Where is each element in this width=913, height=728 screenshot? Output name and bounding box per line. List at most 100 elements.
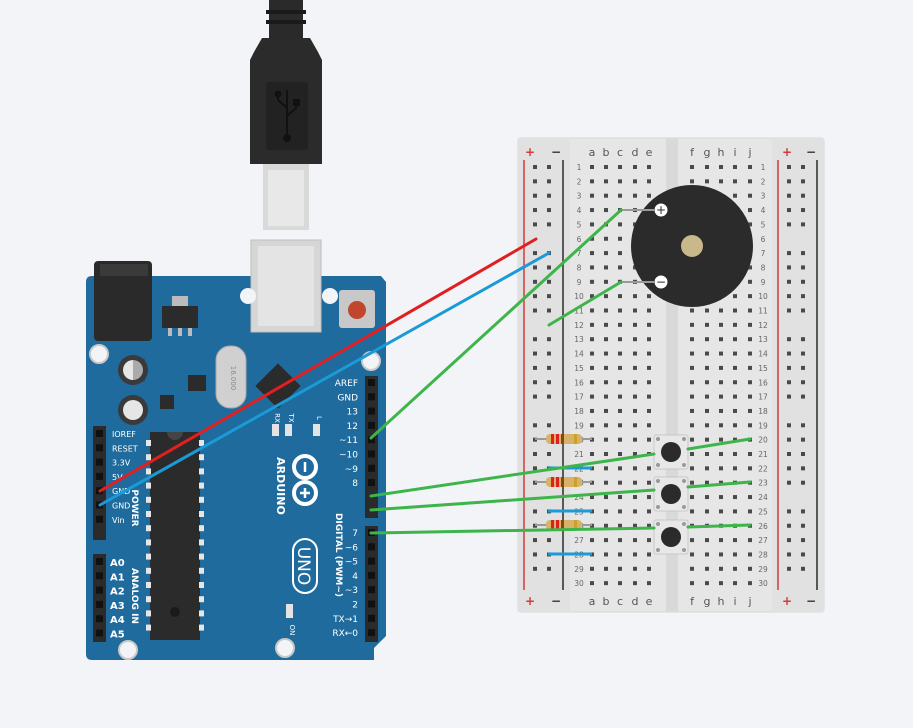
breadboard-hole[interactable] xyxy=(633,538,637,543)
breadboard-hole[interactable] xyxy=(719,351,723,356)
breadboard-hole[interactable] xyxy=(733,308,737,313)
breadboard-hole[interactable] xyxy=(748,408,752,413)
breadboard-hole[interactable] xyxy=(690,538,694,543)
breadboard-hole[interactable] xyxy=(633,380,637,385)
breadboard-hole[interactable] xyxy=(618,165,622,169)
rail-hole[interactable] xyxy=(547,308,551,313)
breadboard-hole[interactable] xyxy=(590,423,594,428)
rail-hole[interactable] xyxy=(801,208,805,213)
breadboard-hole[interactable] xyxy=(748,294,752,299)
breadboard-hole[interactable] xyxy=(719,423,723,428)
breadboard-hole[interactable] xyxy=(690,165,694,169)
breadboard-hole[interactable] xyxy=(604,466,608,471)
breadboard-hole[interactable] xyxy=(647,437,651,442)
breadboard-hole[interactable] xyxy=(618,538,622,543)
rail-hole[interactable] xyxy=(547,380,551,385)
breadboard-hole[interactable] xyxy=(748,509,752,514)
breadboard-hole[interactable] xyxy=(618,380,622,385)
breadboard-hole[interactable] xyxy=(748,265,752,270)
breadboard-hole[interactable] xyxy=(633,308,637,313)
breadboard-hole[interactable] xyxy=(647,308,651,313)
breadboard-hole[interactable] xyxy=(604,279,608,284)
breadboard-hole[interactable] xyxy=(633,193,637,198)
breadboard-hole[interactable] xyxy=(719,394,723,399)
breadboard-hole[interactable] xyxy=(733,495,737,500)
breadboard-hole[interactable] xyxy=(618,351,622,356)
resistor[interactable] xyxy=(535,434,592,444)
rail-hole[interactable] xyxy=(787,279,791,284)
breadboard-hole[interactable] xyxy=(647,380,651,385)
breadboard-hole[interactable] xyxy=(748,552,752,557)
breadboard-hole[interactable] xyxy=(633,365,637,370)
rail-hole[interactable] xyxy=(801,394,805,399)
breadboard-hole[interactable] xyxy=(719,538,723,543)
digital-pin[interactable] xyxy=(368,407,375,415)
breadboard-hole[interactable] xyxy=(705,365,709,370)
breadboard-hole[interactable] xyxy=(647,552,651,557)
breadboard-hole[interactable] xyxy=(748,466,752,471)
wire-pin8-button2[interactable] xyxy=(369,488,656,512)
breadboard-hole[interactable] xyxy=(618,495,622,500)
rail-hole[interactable] xyxy=(547,208,551,213)
breadboard-hole[interactable] xyxy=(604,495,608,500)
breadboard-hole[interactable] xyxy=(733,351,737,356)
wire-button1-right[interactable] xyxy=(686,437,752,451)
breadboard-hole[interactable] xyxy=(604,294,608,299)
breadboard-hole[interactable] xyxy=(647,394,651,399)
breadboard-hole[interactable] xyxy=(748,538,752,543)
digital-pin[interactable] xyxy=(368,421,375,429)
wire-buzzer-minus[interactable] xyxy=(547,280,623,327)
wire-pin7-button3[interactable] xyxy=(369,526,656,535)
rail-hole[interactable] xyxy=(533,423,537,428)
breadboard-hole[interactable] xyxy=(719,322,723,327)
breadboard-hole[interactable] xyxy=(748,351,752,356)
wire-buzzer-plus[interactable] xyxy=(369,208,623,440)
digital-pin[interactable] xyxy=(368,436,375,444)
breadboard-hole[interactable] xyxy=(748,365,752,370)
rail-hole[interactable] xyxy=(787,351,791,356)
breadboard-hole[interactable] xyxy=(748,566,752,571)
breadboard-hole[interactable] xyxy=(604,208,608,213)
breadboard-hole[interactable] xyxy=(705,581,709,586)
rail-hole[interactable] xyxy=(801,452,805,456)
breadboard-hole[interactable] xyxy=(633,394,637,399)
analog-pin[interactable] xyxy=(96,572,103,580)
digital-pin[interactable] xyxy=(368,379,375,386)
breadboard-hole[interactable] xyxy=(719,581,723,586)
breadboard-hole[interactable] xyxy=(733,365,737,370)
rail-hole[interactable] xyxy=(533,452,537,456)
breadboard-hole[interactable] xyxy=(690,581,694,586)
analog-pin[interactable] xyxy=(96,600,103,608)
digital-pin[interactable] xyxy=(368,571,375,579)
rail-hole[interactable] xyxy=(787,466,791,471)
breadboard-hole[interactable] xyxy=(590,566,594,571)
breadboard-hole[interactable] xyxy=(590,179,594,184)
breadboard-hole[interactable] xyxy=(690,452,694,456)
breadboard-hole[interactable] xyxy=(647,322,651,327)
power-header[interactable] xyxy=(93,426,106,540)
breadboard-hole[interactable] xyxy=(705,452,709,456)
breadboard-hole[interactable] xyxy=(618,552,622,557)
breadboard-hole[interactable] xyxy=(733,408,737,413)
breadboard-hole[interactable] xyxy=(705,423,709,428)
breadboard-hole[interactable] xyxy=(604,165,608,169)
breadboard-hole[interactable] xyxy=(633,408,637,413)
breadboard-hole[interactable] xyxy=(647,523,651,528)
breadboard-hole[interactable] xyxy=(647,480,651,485)
rail-hole[interactable] xyxy=(787,308,791,313)
breadboard-hole[interactable] xyxy=(690,365,694,370)
breadboard-hole[interactable] xyxy=(748,208,752,213)
breadboard-hole[interactable] xyxy=(690,308,694,313)
breadboard-hole[interactable] xyxy=(590,365,594,370)
breadboard-hole[interactable] xyxy=(590,294,594,299)
breadboard-hole[interactable] xyxy=(590,380,594,385)
rail-hole[interactable] xyxy=(787,365,791,370)
breadboard-hole[interactable] xyxy=(705,538,709,543)
breadboard-hole[interactable] xyxy=(604,523,608,528)
breadboard-hole[interactable] xyxy=(604,581,608,586)
rail-hole[interactable] xyxy=(787,538,791,543)
breadboard-hole[interactable] xyxy=(618,236,622,241)
breadboard-hole[interactable] xyxy=(748,279,752,284)
breadboard-hole[interactable] xyxy=(604,236,608,241)
breadboard-hole[interactable] xyxy=(618,394,622,399)
